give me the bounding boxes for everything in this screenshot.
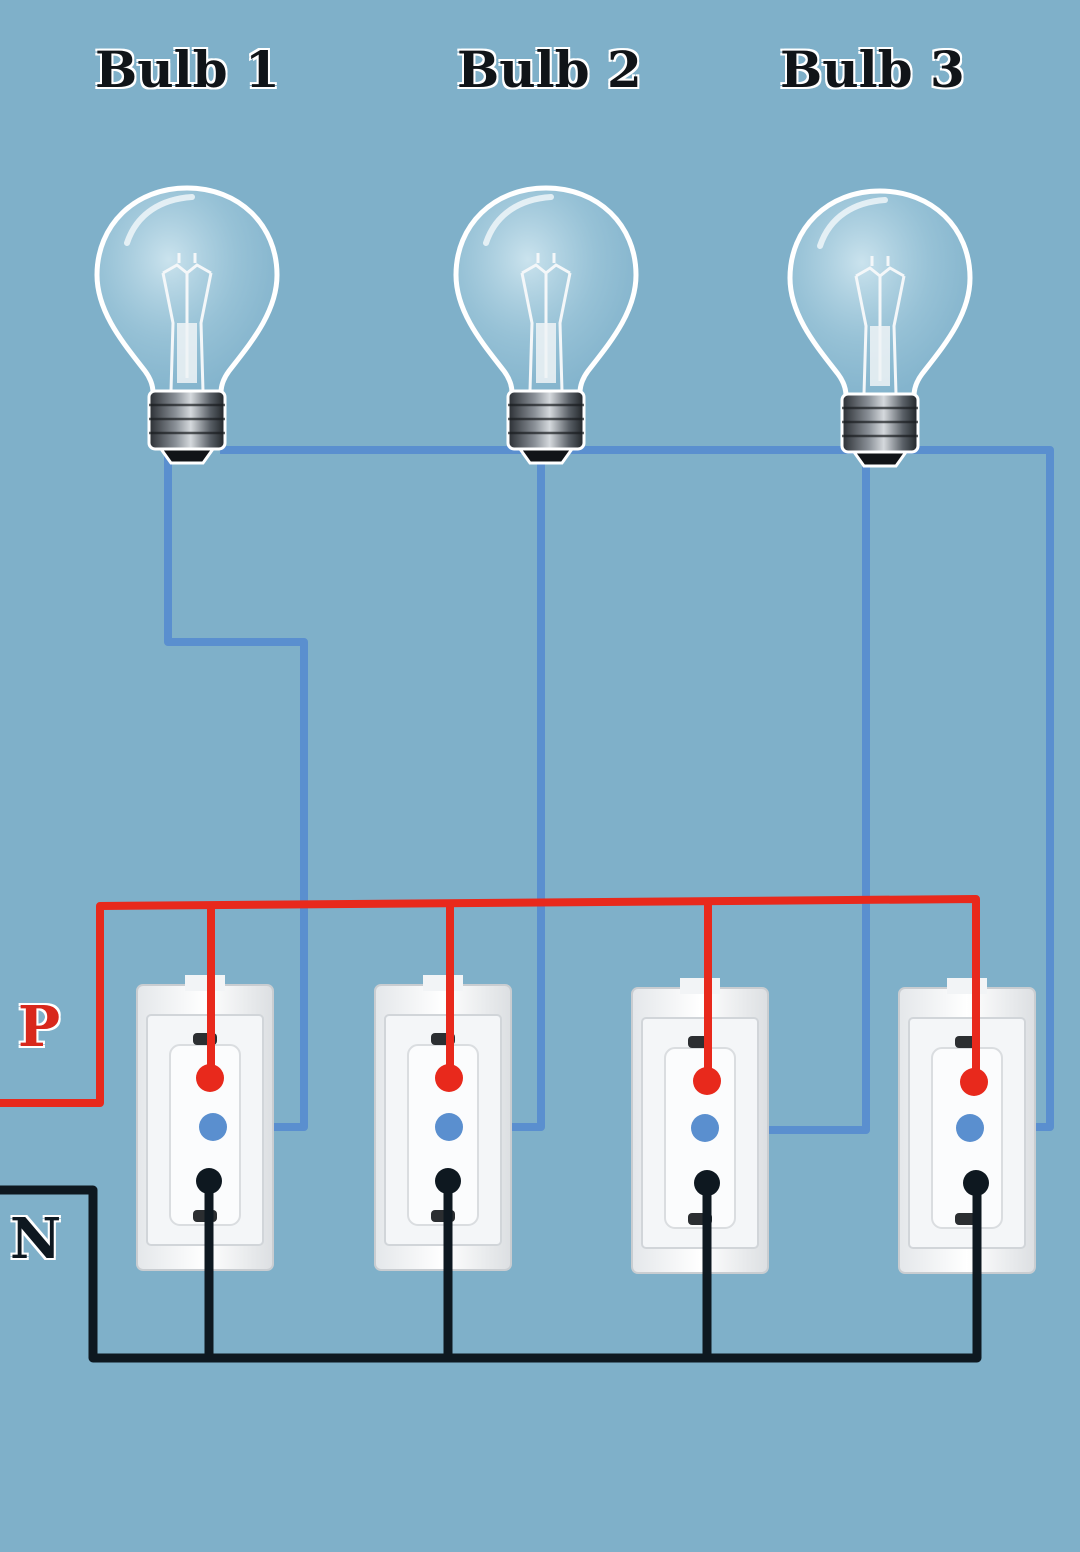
neutral-bus <box>0 1183 982 1363</box>
bulb-2-label: Bulb 2 <box>457 40 642 99</box>
phase-bus <box>0 895 980 1107</box>
neutral-terminal <box>196 1168 222 1194</box>
neutral-terminal <box>694 1170 720 1196</box>
switch-board <box>136 975 1036 1274</box>
phase-terminal <box>435 1064 463 1092</box>
load-terminal <box>199 1113 227 1141</box>
phase-terminal <box>196 1064 224 1092</box>
phase-label: P <box>18 994 61 1060</box>
bulb-1-icon <box>97 188 277 463</box>
neutral-terminal <box>435 1168 461 1194</box>
bulb-1-label: Bulb 1 <box>95 40 280 99</box>
neutral-terminal <box>963 1170 989 1196</box>
phase-wires <box>0 895 980 1107</box>
terminal-dots <box>196 1064 989 1196</box>
bulb-3-label: Bulb 3 <box>780 40 965 99</box>
neutral-label: N <box>10 1206 62 1272</box>
load-terminal <box>691 1114 719 1142</box>
phase-terminal <box>960 1068 988 1096</box>
load-terminal <box>956 1114 984 1142</box>
neutral-wires <box>0 1183 982 1363</box>
bulb-3-icon <box>790 191 970 466</box>
load-terminal <box>435 1113 463 1141</box>
load-wire-bulb-1 <box>164 455 308 1131</box>
phase-terminal <box>693 1067 721 1095</box>
bulb-2-icon <box>456 188 636 463</box>
